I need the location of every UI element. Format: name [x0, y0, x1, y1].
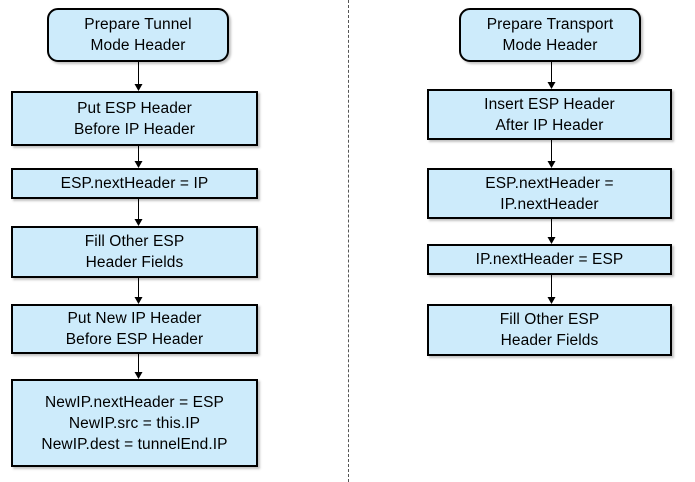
arrow-head-icon — [134, 161, 142, 168]
node-tunnel-newip-fields-label: NewIP.nextHeader = ESP NewIP.src = this.… — [41, 393, 228, 453]
arrow-head-icon — [547, 237, 555, 244]
node-transport-fill-other[interactable]: Fill Other ESP Header Fields — [427, 304, 672, 356]
node-transport-esp-nextheader-label: ESP.nextHeader = IP.nextHeader — [485, 174, 614, 213]
node-tunnel-put-esp-label: Put ESP Header Before IP Header — [73, 99, 196, 138]
node-transport-ip-nextheader[interactable]: IP.nextHeader = ESP — [427, 244, 672, 275]
connector-transport-arrow-4 — [547, 275, 556, 304]
node-transport-fill-other-label: Fill Other ESP Header Fields — [499, 311, 600, 349]
node-transport-ip-nextheader-label: IP.nextHeader = ESP — [475, 251, 624, 268]
node-tunnel-put-new-ip[interactable]: Put New IP Header Before ESP Header — [11, 304, 258, 354]
connector-transport-arrow-3 — [547, 219, 556, 244]
arrow-shaft — [137, 354, 139, 373]
arrow-shaft — [550, 219, 552, 238]
node-tunnel-esp-nextheader-label: ESP.nextHeader = IP — [60, 175, 209, 192]
connector-tunnel-arrow-5 — [134, 354, 143, 379]
arrow-head-icon — [547, 82, 555, 89]
node-tunnel-start-label: Prepare Tunnel Mode Header — [84, 16, 192, 54]
node-transport-insert-esp-label: Insert ESP Header After IP Header — [484, 95, 615, 134]
node-transport-start[interactable]: Prepare Transport Mode Header — [459, 8, 641, 62]
arrow-shaft — [137, 62, 139, 85]
arrow-shaft — [137, 199, 139, 220]
column-divider — [348, 0, 349, 482]
node-tunnel-start[interactable]: Prepare Tunnel Mode Header — [47, 8, 229, 62]
arrow-shaft — [137, 146, 139, 162]
node-transport-esp-nextheader[interactable]: ESP.nextHeader = IP.nextHeader — [427, 168, 672, 219]
node-transport-insert-esp[interactable]: Insert ESP Header After IP Header — [427, 89, 672, 140]
connector-tunnel-arrow-1 — [134, 62, 143, 91]
arrow-head-icon — [134, 219, 142, 226]
arrow-shaft — [550, 275, 552, 298]
node-transport-start-label: Prepare Transport Mode Header — [486, 16, 614, 54]
node-tunnel-newip-fields[interactable]: NewIP.nextHeader = ESP NewIP.src = this.… — [11, 379, 258, 467]
connector-tunnel-arrow-4 — [134, 278, 143, 304]
connector-transport-arrow-1 — [547, 62, 556, 89]
arrow-shaft — [137, 278, 139, 298]
node-tunnel-put-new-ip-label: Put New IP Header Before ESP Header — [65, 310, 204, 348]
node-tunnel-put-esp[interactable]: Put ESP Header Before IP Header — [11, 91, 258, 146]
arrow-head-icon — [547, 161, 555, 168]
connector-tunnel-arrow-2 — [134, 146, 143, 168]
connector-tunnel-arrow-3 — [134, 199, 143, 226]
node-tunnel-fill-other-label: Fill Other ESP Header Fields — [84, 233, 185, 271]
arrow-head-icon — [134, 84, 142, 91]
node-tunnel-fill-other[interactable]: Fill Other ESP Header Fields — [11, 226, 258, 278]
arrow-head-icon — [547, 297, 555, 304]
arrow-shaft — [550, 62, 552, 83]
arrow-head-icon — [134, 297, 142, 304]
node-tunnel-esp-nextheader[interactable]: ESP.nextHeader = IP — [11, 168, 258, 199]
arrow-head-icon — [134, 372, 142, 379]
connector-transport-arrow-2 — [547, 140, 556, 168]
arrow-shaft — [550, 140, 552, 162]
